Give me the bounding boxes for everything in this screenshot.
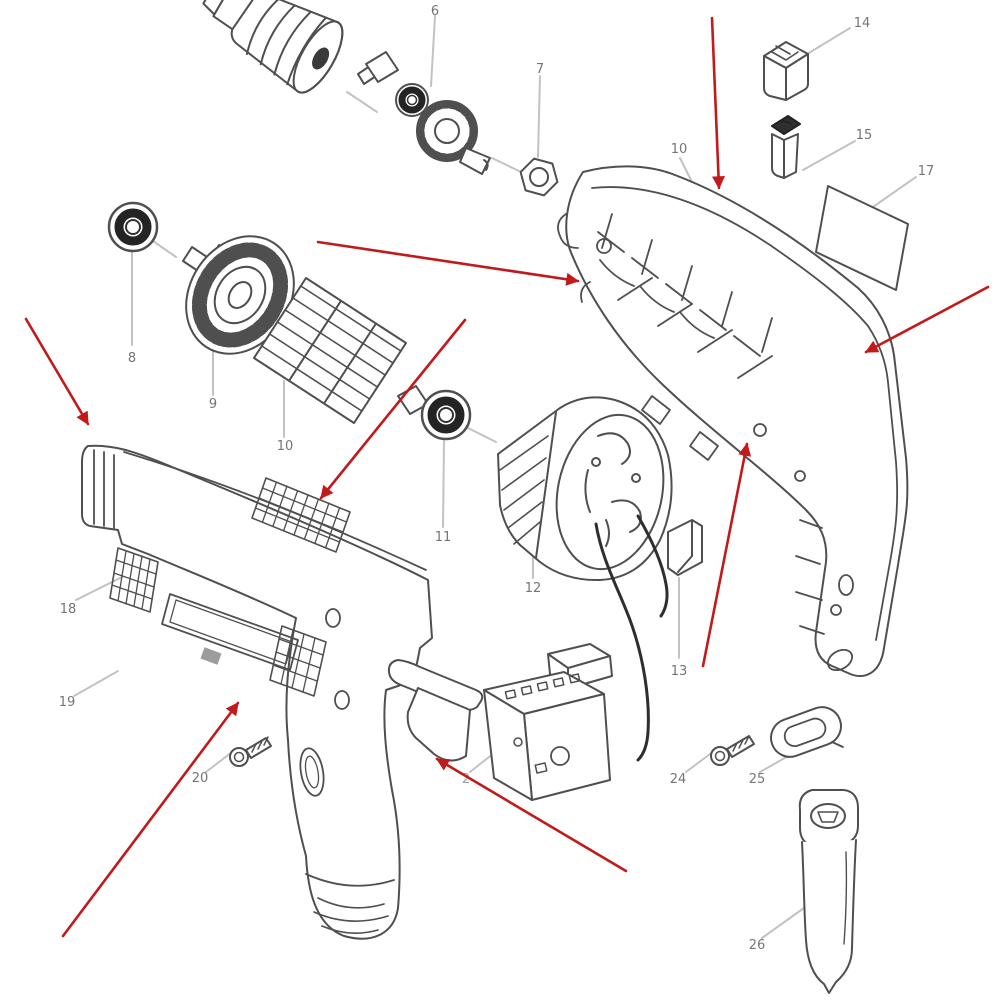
leader-lines xyxy=(73,15,917,939)
red-arrow-housing-top xyxy=(710,16,726,190)
label-24: 24 xyxy=(670,772,687,787)
label-11: 11 xyxy=(435,530,452,545)
housing-right-part xyxy=(557,165,909,677)
hex-nut-part xyxy=(519,157,559,197)
red-arrow-grip xyxy=(61,701,240,938)
label-9: 9 xyxy=(209,397,217,412)
brush-holder-part xyxy=(667,519,703,576)
spindle-gear-part xyxy=(357,51,491,175)
red-arrow-body-nose xyxy=(24,317,90,426)
label-19: 19 xyxy=(59,695,76,710)
label-15: 15 xyxy=(856,128,873,143)
grip-cap-part xyxy=(798,789,859,994)
chuck-part xyxy=(202,0,344,94)
label-25: 25 xyxy=(749,772,766,787)
part-labels: 6 7 10 14 15 17 8 9 10 11 12 13 18 19 20… xyxy=(59,4,935,953)
knob-block-part xyxy=(763,41,809,101)
screw-rear-part xyxy=(710,735,755,766)
red-arrow-housing-inner xyxy=(316,240,580,286)
housing-left-part xyxy=(81,444,433,940)
label-18: 18 xyxy=(60,602,77,617)
carbon-brush-part xyxy=(771,115,801,179)
label-6: 6 xyxy=(431,4,439,19)
label-2: 2 xyxy=(462,772,470,787)
red-arrow-switch xyxy=(435,757,628,873)
red-arrow-housing-cavity xyxy=(701,442,752,668)
label-12: 12 xyxy=(525,581,542,596)
screw-front-part xyxy=(229,736,272,767)
red-arrow-housing-right xyxy=(864,285,990,354)
label-20: 20 xyxy=(192,771,209,786)
label-13: 13 xyxy=(671,664,688,679)
red-annotation-arrows xyxy=(24,16,990,938)
armature-part xyxy=(182,235,429,424)
label-14: 14 xyxy=(854,16,871,31)
front-bearing-part xyxy=(107,201,159,253)
clip-plate-part xyxy=(770,706,844,758)
switch-part xyxy=(387,643,613,801)
label-17: 17 xyxy=(918,164,935,179)
label-10-housing: 10 xyxy=(671,142,688,157)
name-plate-part xyxy=(815,185,909,291)
label-26: 26 xyxy=(749,938,766,953)
field-stator-part xyxy=(497,396,673,762)
parts-artwork xyxy=(81,0,909,994)
rear-bearing-part xyxy=(420,389,472,441)
label-7: 7 xyxy=(536,62,544,77)
red-arrow-body-barrel xyxy=(319,318,467,500)
label-8: 8 xyxy=(128,351,136,366)
label-10-armature: 10 xyxy=(277,439,294,454)
